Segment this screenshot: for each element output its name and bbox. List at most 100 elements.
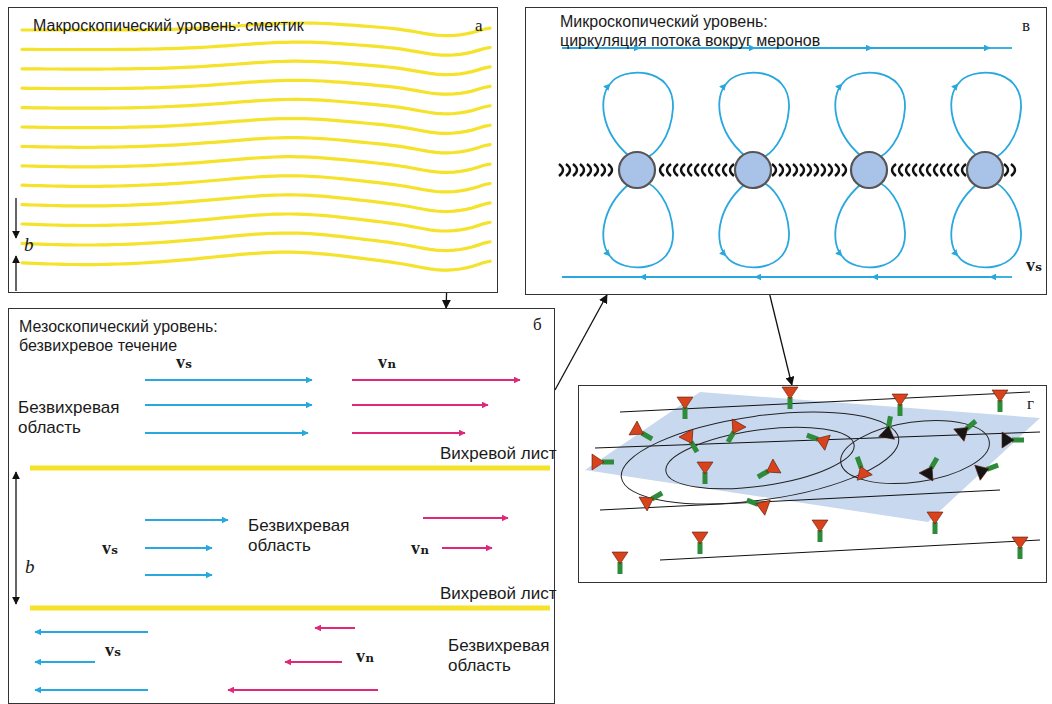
spin-cone [812,520,828,542]
chain-link [660,164,664,176]
dimension-label: b [24,234,34,257]
smectic-layer [22,42,490,55]
connector-arrow [770,295,792,385]
panel-letter: а [475,16,483,36]
circulation [842,73,905,158]
smectic-layer [22,119,490,134]
chain-link [580,164,584,176]
velocity-arrow [352,404,488,406]
velocity-arrow [423,517,508,519]
sheet-label: Вихревой лист [440,584,556,604]
circulation [958,73,1021,158]
smectic-layer [22,233,490,251]
chain-link [573,164,577,176]
spin-cone [639,486,666,511]
velocity-arrow [315,627,355,629]
chain-link [1004,164,1008,176]
chain-link [709,164,713,176]
velocity-arrow [442,547,492,549]
chain-link [941,164,945,176]
chain-link [601,164,605,176]
panel-letter: в [1022,16,1030,36]
chain-link [786,164,790,176]
panel: г [578,385,1047,583]
velocity-arrow [35,661,95,663]
velocity-arrow [145,547,212,549]
meron-flow [559,48,1021,277]
meron [851,152,887,188]
spin-cone [679,429,704,456]
spin-cone [1012,537,1028,559]
spin-cone [744,493,770,516]
spin-cone [879,415,899,439]
spin-cone [919,454,944,481]
velocity-arrow [145,432,308,434]
chain-link [955,164,959,176]
chain-link [835,164,839,176]
circulation [719,184,745,256]
circulation [610,73,673,158]
spin-cone [804,428,830,451]
meron [735,152,771,188]
panel: Макроскопический уровень: смектика [8,7,498,293]
chain-link [688,164,692,176]
smectic-layer [22,99,490,113]
spin-cone [954,415,981,441]
chain-link [566,164,570,176]
circulation [958,182,1021,267]
spin-cone [677,397,693,419]
chain-link [842,164,846,176]
chain-link [772,164,776,176]
chain-link [927,164,931,176]
chain-link [716,164,720,176]
circulation [610,182,673,267]
spin-cone [782,387,798,409]
velocity-label: vₙ [356,646,374,668]
circulation [603,184,629,256]
chain-link [906,164,910,176]
smectic-layer [22,176,490,192]
chain-link [1011,164,1015,176]
circulation [835,184,861,256]
spin-cone [892,394,908,416]
smectic-layer [22,214,490,231]
flow-line [640,276,755,278]
circulation [726,73,789,158]
panel: Микроскопический уровень: циркуляция пот… [525,7,1047,295]
chain-link [667,164,671,176]
smectic-layer [22,252,490,270]
dimension-arrow [15,198,16,238]
spin-cone [592,454,614,470]
spin-cone [975,458,1001,481]
circulation [842,182,905,267]
velocity-arrow [285,661,342,663]
circulation [719,84,745,156]
flow-line [755,276,872,278]
circulation [835,84,861,156]
velocity-arrow [145,404,312,406]
chain-link [681,164,685,176]
spin-cone [721,419,746,446]
meron [619,152,655,188]
chain-link [779,164,783,176]
spin-cone [629,421,656,446]
dimension-arrow [15,472,16,604]
orbit [662,417,858,499]
chain-link [892,164,896,176]
chain-link [695,164,699,176]
smectic-layer [22,138,490,153]
velocity-label: vₛ [1026,255,1042,277]
spin-cone [992,390,1008,412]
region-label: Безвихревая область [448,636,568,677]
velocity-arrow [35,631,148,633]
spin-cone [850,454,873,480]
panel-letter: г [1027,394,1034,414]
panel-letter: б [533,315,542,335]
chain-link [821,164,825,176]
chain-link [913,164,917,176]
velocity-arrow [35,689,148,691]
chain-link [828,164,832,176]
velocity-arrow [145,379,312,381]
velocity-label: vₙ [378,352,396,374]
chain-link [723,164,727,176]
